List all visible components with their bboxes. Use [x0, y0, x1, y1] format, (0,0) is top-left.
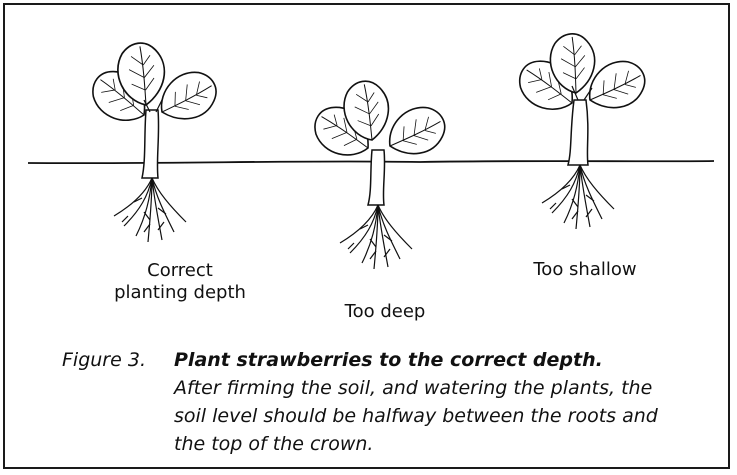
- plant-too-deep: [306, 77, 453, 269]
- figure-caption: Figure 3.Plant strawberries to the corre…: [62, 346, 722, 458]
- label-correct-depth: Correct planting depth: [105, 260, 255, 304]
- label-too-shallow: Too shallow: [505, 259, 665, 281]
- figure-number: Figure 3.: [62, 346, 174, 374]
- label-too-deep: Too deep: [320, 301, 450, 323]
- figure-caption-body: After firming the soil, and watering the…: [174, 374, 674, 458]
- figure-title: Plant strawberries to the correct depth.: [174, 349, 603, 371]
- plant-too-shallow: [511, 31, 653, 229]
- plant-correct-depth: [83, 39, 224, 242]
